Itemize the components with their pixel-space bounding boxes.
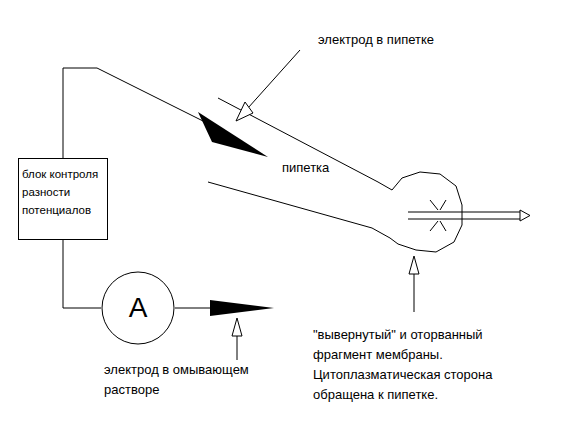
callout-arrowhead	[409, 256, 419, 274]
leader-line	[248, 50, 300, 108]
leader-line	[414, 270, 415, 312]
box-text: блок контроля разности потенциалов	[22, 165, 103, 219]
circle-outline	[102, 272, 174, 344]
callout-text: электрод в пипетке	[318, 30, 518, 50]
meter-symbol: A	[129, 293, 148, 323]
callout-arrowhead	[236, 102, 253, 121]
part-name: пипетка	[282, 158, 362, 178]
electrode	[210, 300, 274, 316]
pipette-wall	[208, 182, 390, 238]
wire	[63, 240, 101, 308]
electrode	[198, 112, 268, 157]
callout-arrowhead	[232, 318, 242, 336]
wire	[175, 308, 212, 309]
channel-tip	[520, 210, 530, 221]
channel	[408, 212, 520, 213]
channel	[408, 219, 520, 220]
callout-text: "вывернутый" и оторванный фрагмент мембр…	[313, 325, 528, 405]
control-box: блок контроля разности потенциалов	[18, 158, 108, 240]
membrane-marks	[430, 200, 446, 231]
wire	[63, 68, 205, 160]
callout-text: электрод в омывающем растворе	[104, 360, 279, 400]
ammeter-circle: A	[101, 271, 175, 345]
